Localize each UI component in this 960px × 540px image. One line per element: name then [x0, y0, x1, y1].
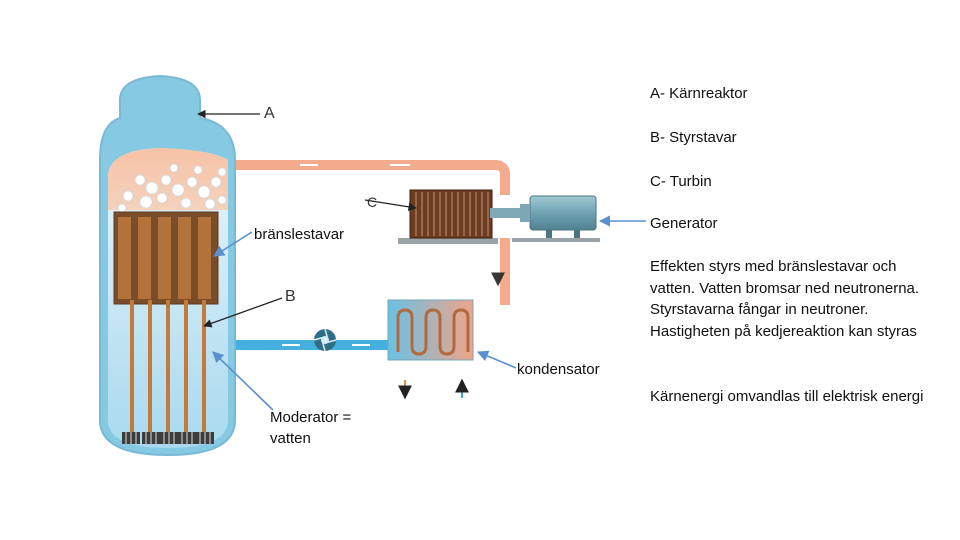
label-generator: Generator [650, 215, 718, 232]
generator [512, 195, 600, 242]
letter-b: B [285, 288, 296, 305]
turbine [398, 189, 530, 244]
reactor-vessel [99, 74, 236, 457]
pump-icon [313, 328, 337, 352]
label-fuel-rods: bränslestavar [254, 226, 345, 243]
legend-control-rods: B- Styrstavar [650, 129, 737, 146]
letter-c: C [367, 194, 377, 210]
label-condenser: kondensator [517, 361, 600, 378]
pointer-arrows [197, 109, 646, 411]
condenser [387, 299, 474, 400]
description-control: Effekten styrs med bränslestavar och vat… [650, 258, 920, 340]
letter-a: A [264, 105, 275, 122]
legend-reactor: A- Kärnreaktor [650, 85, 748, 102]
steam-pipe [225, 160, 510, 305]
description-energy: Kärnenergi omvandlas till elektrisk ener… [650, 388, 924, 405]
legend-turbine: C- Turbin [650, 173, 712, 190]
label-moderator: Moderator = vatten [270, 409, 352, 447]
